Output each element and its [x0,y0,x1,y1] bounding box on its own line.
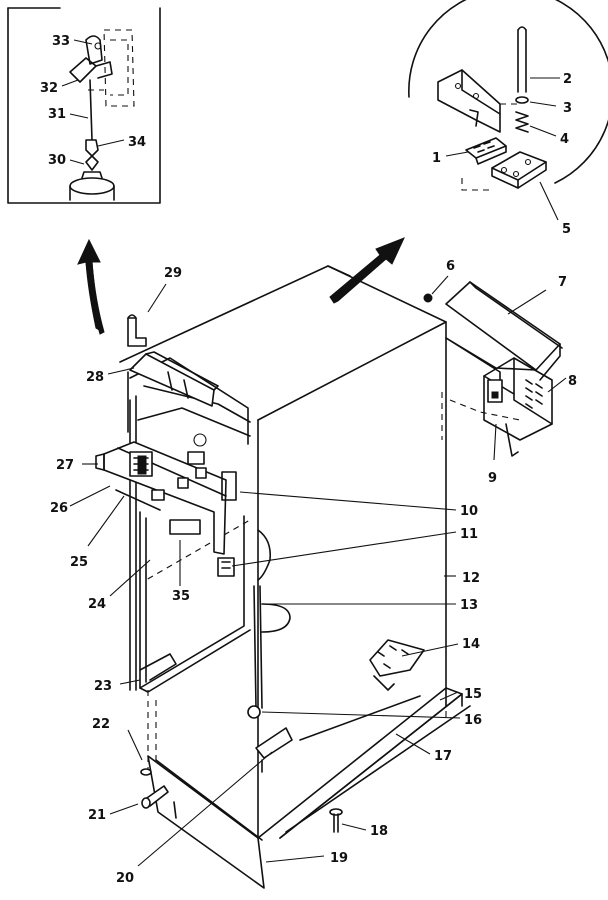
top-cross-member [129,351,219,407]
callout-27: 27 [56,458,74,473]
callout-9: 9 [488,471,497,486]
callout-25: 25 [70,555,88,570]
callout-26: 26 [50,501,68,516]
callout-22: 22 [92,717,110,732]
callout-labels: 1 2 3 4 5 6 7 8 9 10 11 12 13 14 15 16 1… [40,34,577,886]
drain-assembly [369,639,425,691]
callout-28: 28 [86,370,104,385]
callout-15: 15 [464,687,482,702]
callout-4: 4 [560,132,569,147]
hinge-cap [423,293,433,303]
callout-29: 29 [164,266,182,281]
compressor-assembly [483,357,553,457]
callout-19: 19 [330,851,348,866]
callout-34: 34 [128,135,146,150]
callout-6: 6 [446,259,455,274]
callout-17: 17 [434,749,452,764]
base-pan [257,687,471,839]
callout-5: 5 [562,222,571,237]
arrow-to-right-inset [329,237,405,304]
callout-16: 16 [464,713,482,728]
callout-1: 1 [432,151,441,166]
refrigerator-cabinet [119,265,447,839]
leader-lines [61,39,567,867]
door-switch-and-harness [217,529,291,719]
callout-14: 14 [462,637,480,652]
arrow-to-left-inset [77,238,105,335]
callout-3: 3 [563,101,572,116]
callout-11: 11 [460,527,478,542]
control-panel [95,433,237,555]
callout-23: 23 [94,679,112,694]
callout-18: 18 [370,824,388,839]
callout-2: 2 [563,72,572,87]
roller-part [141,785,169,809]
callout-30: 30 [48,153,66,168]
callout-35: 35 [172,589,190,604]
leveling-leg [140,768,152,776]
callout-20: 20 [116,871,134,886]
callout-33: 33 [52,34,70,49]
condenser-cover [445,281,563,421]
callout-13: 13 [460,598,478,613]
clip-part [127,314,147,347]
callout-10: 10 [460,504,478,519]
callout-24: 24 [88,597,106,612]
screw-part [329,808,343,833]
kickplate [147,727,293,889]
callout-8: 8 [568,374,577,389]
callout-31: 31 [48,107,66,122]
callout-7: 7 [558,275,567,290]
inset-hinge-detail [408,0,608,191]
callout-32: 32 [40,81,58,96]
inset-cable-detail [7,7,161,204]
callout-21: 21 [88,808,106,823]
callout-12: 12 [462,571,480,586]
